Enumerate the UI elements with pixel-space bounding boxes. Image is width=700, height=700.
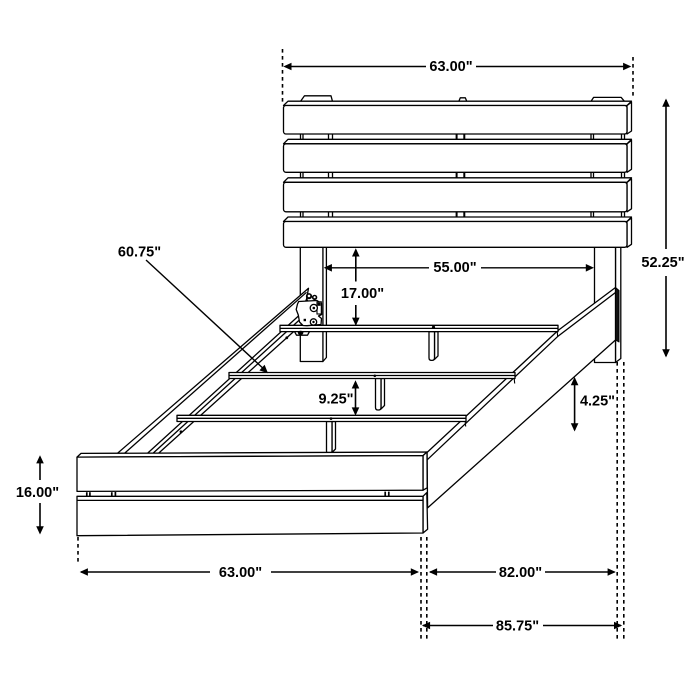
svg-text:63.00": 63.00" (429, 59, 472, 75)
svg-text:60.75": 60.75" (118, 245, 161, 261)
svg-text:55.00": 55.00" (433, 260, 476, 276)
svg-text:17.00": 17.00" (341, 286, 384, 302)
svg-text:4.25": 4.25" (580, 394, 615, 410)
svg-text:52.25": 52.25" (641, 255, 684, 271)
svg-text:63.00": 63.00" (219, 565, 262, 581)
svg-text:82.00": 82.00" (499, 565, 542, 581)
svg-text:16.00": 16.00" (16, 485, 59, 501)
svg-text:9.25": 9.25" (318, 392, 353, 408)
svg-text:85.75": 85.75" (496, 619, 539, 635)
